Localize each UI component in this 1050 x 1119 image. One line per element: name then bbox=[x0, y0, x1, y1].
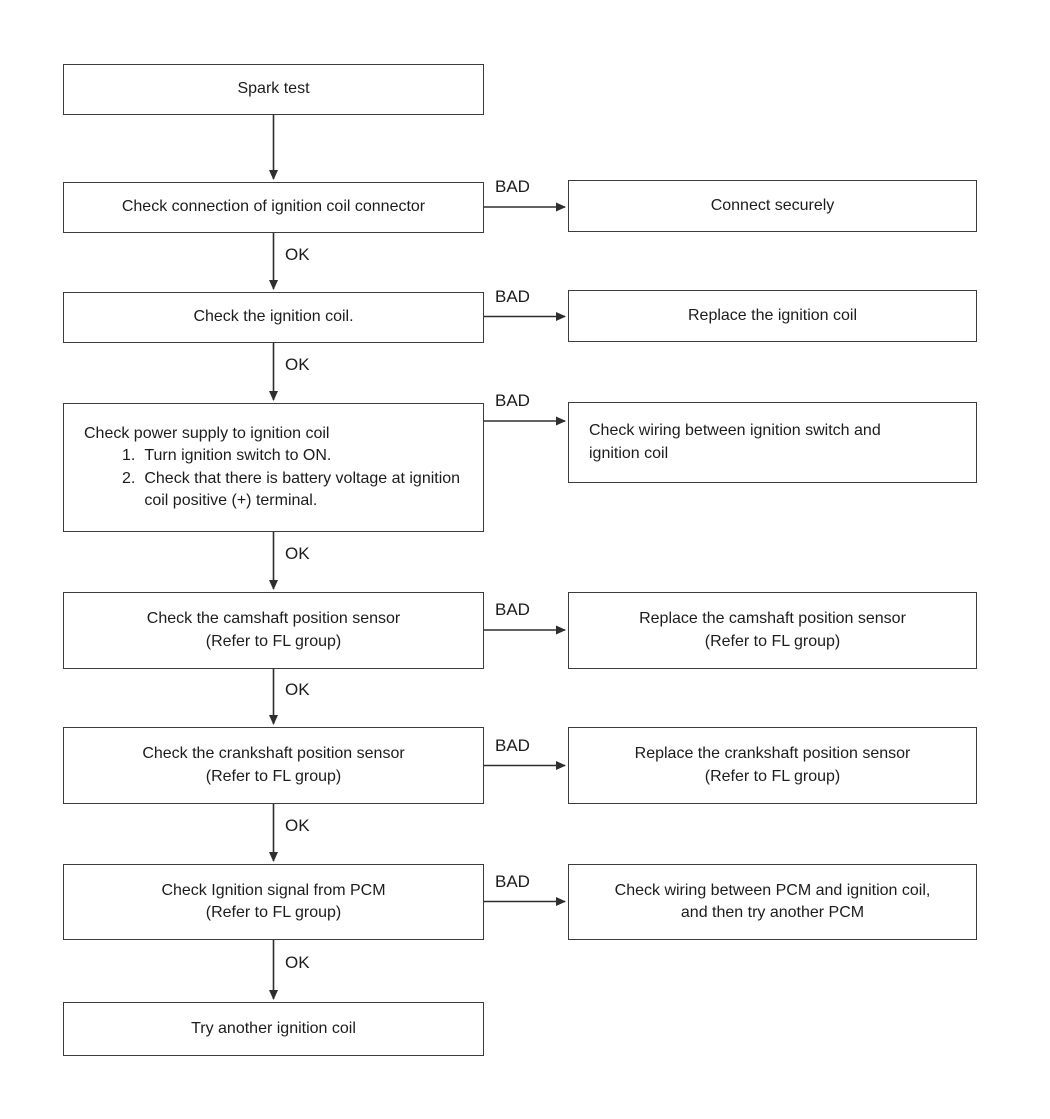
node-check-connection-label: Check connection of ignition coil connec… bbox=[121, 198, 426, 216]
node-try-another-coil-label: Try another ignition coil bbox=[191, 1019, 356, 1037]
node-replace-camshaft-sensor: Replace the camshaft position sensor (Re… bbox=[568, 592, 977, 669]
edge-label-bad: BAD bbox=[495, 391, 530, 410]
node-line-1: Check Ignition signal from PCM bbox=[161, 881, 386, 899]
node-line-2: and then try another PCM bbox=[680, 904, 865, 921]
node-check-pcm-signal: Check Ignition signal from PCM (Refer to… bbox=[63, 864, 484, 940]
edge-label-ok: OK bbox=[285, 544, 310, 563]
node-spark-test: Spark test bbox=[63, 64, 484, 115]
node-replace-crankshaft-sensor: Replace the crankshaft position sensor (… bbox=[568, 727, 977, 804]
power-supply-title: Check power supply to ignition coil bbox=[84, 424, 330, 442]
node-line-1: Check the camshaft position sensor bbox=[146, 610, 401, 628]
edge-label-bad: BAD bbox=[495, 872, 530, 891]
step-number: 2. bbox=[122, 469, 136, 487]
edge-label-ok: OK bbox=[285, 953, 310, 972]
edge-label-bad: BAD bbox=[495, 736, 530, 755]
node-replace-ignition-coil: Replace the ignition coil bbox=[568, 290, 977, 342]
step-number: 1. bbox=[122, 447, 136, 465]
node-line-1: Check the crankshaft position sensor bbox=[142, 745, 405, 763]
node-connect-securely-label: Connect securely bbox=[710, 196, 835, 214]
node-check-crankshaft-sensor: Check the crankshaft position sensor (Re… bbox=[63, 727, 484, 804]
node-spark-test-label: Spark test bbox=[237, 80, 310, 98]
node-line-2: (Refer to FL group) bbox=[704, 767, 841, 785]
power-supply-step-1: 1. Turn ignition switch to ON. bbox=[122, 445, 471, 467]
power-supply-step-2: 2. Check that there is battery voltage a… bbox=[122, 468, 471, 513]
node-check-wiring-switch: Check wiring between ignition switch and… bbox=[568, 402, 977, 483]
node-check-camshaft-sensor: Check the camshaft position sensor (Refe… bbox=[63, 592, 484, 669]
edge-label-bad: BAD bbox=[495, 287, 530, 306]
edge-label-bad: BAD bbox=[495, 600, 530, 619]
edge-label-ok: OK bbox=[285, 680, 310, 699]
node-line-2: (Refer to FL group) bbox=[205, 904, 342, 921]
edge-label-bad: BAD bbox=[495, 177, 530, 196]
node-check-ignition-coil-label: Check the ignition coil. bbox=[193, 308, 354, 326]
node-line-2: (Refer to FL group) bbox=[704, 632, 841, 650]
step-text: Check that there is battery voltage at i… bbox=[144, 469, 461, 509]
node-line-1: Replace the crankshaft position sensor bbox=[634, 745, 911, 763]
node-check-ignition-coil: Check the ignition coil. bbox=[63, 292, 484, 343]
edge-label-ok: OK bbox=[285, 355, 310, 374]
node-line-2: (Refer to FL group) bbox=[205, 767, 342, 785]
node-line-2: (Refer to FL group) bbox=[205, 632, 342, 650]
node-check-connection: Check connection of ignition coil connec… bbox=[63, 182, 484, 233]
node-replace-ignition-coil-label: Replace the ignition coil bbox=[688, 306, 857, 324]
node-check-wiring-pcm: Check wiring between PCM and ignition co… bbox=[568, 864, 977, 940]
node-check-power-supply: Check power supply to ignition coil 1. T… bbox=[63, 403, 484, 532]
node-try-another-coil: Try another ignition coil bbox=[63, 1002, 484, 1056]
node-line-1: Replace the camshaft position sensor bbox=[639, 610, 906, 628]
node-connect-securely: Connect securely bbox=[568, 180, 977, 232]
node-line-1: Check wiring between ignition switch and bbox=[589, 422, 881, 440]
edge-label-ok: OK bbox=[285, 245, 310, 264]
node-line-1: Check wiring between PCM and ignition co… bbox=[614, 881, 931, 899]
node-line-2: ignition coil bbox=[589, 444, 669, 462]
step-text: Turn ignition switch to ON. bbox=[144, 447, 332, 465]
edge-label-ok: OK bbox=[285, 816, 310, 835]
